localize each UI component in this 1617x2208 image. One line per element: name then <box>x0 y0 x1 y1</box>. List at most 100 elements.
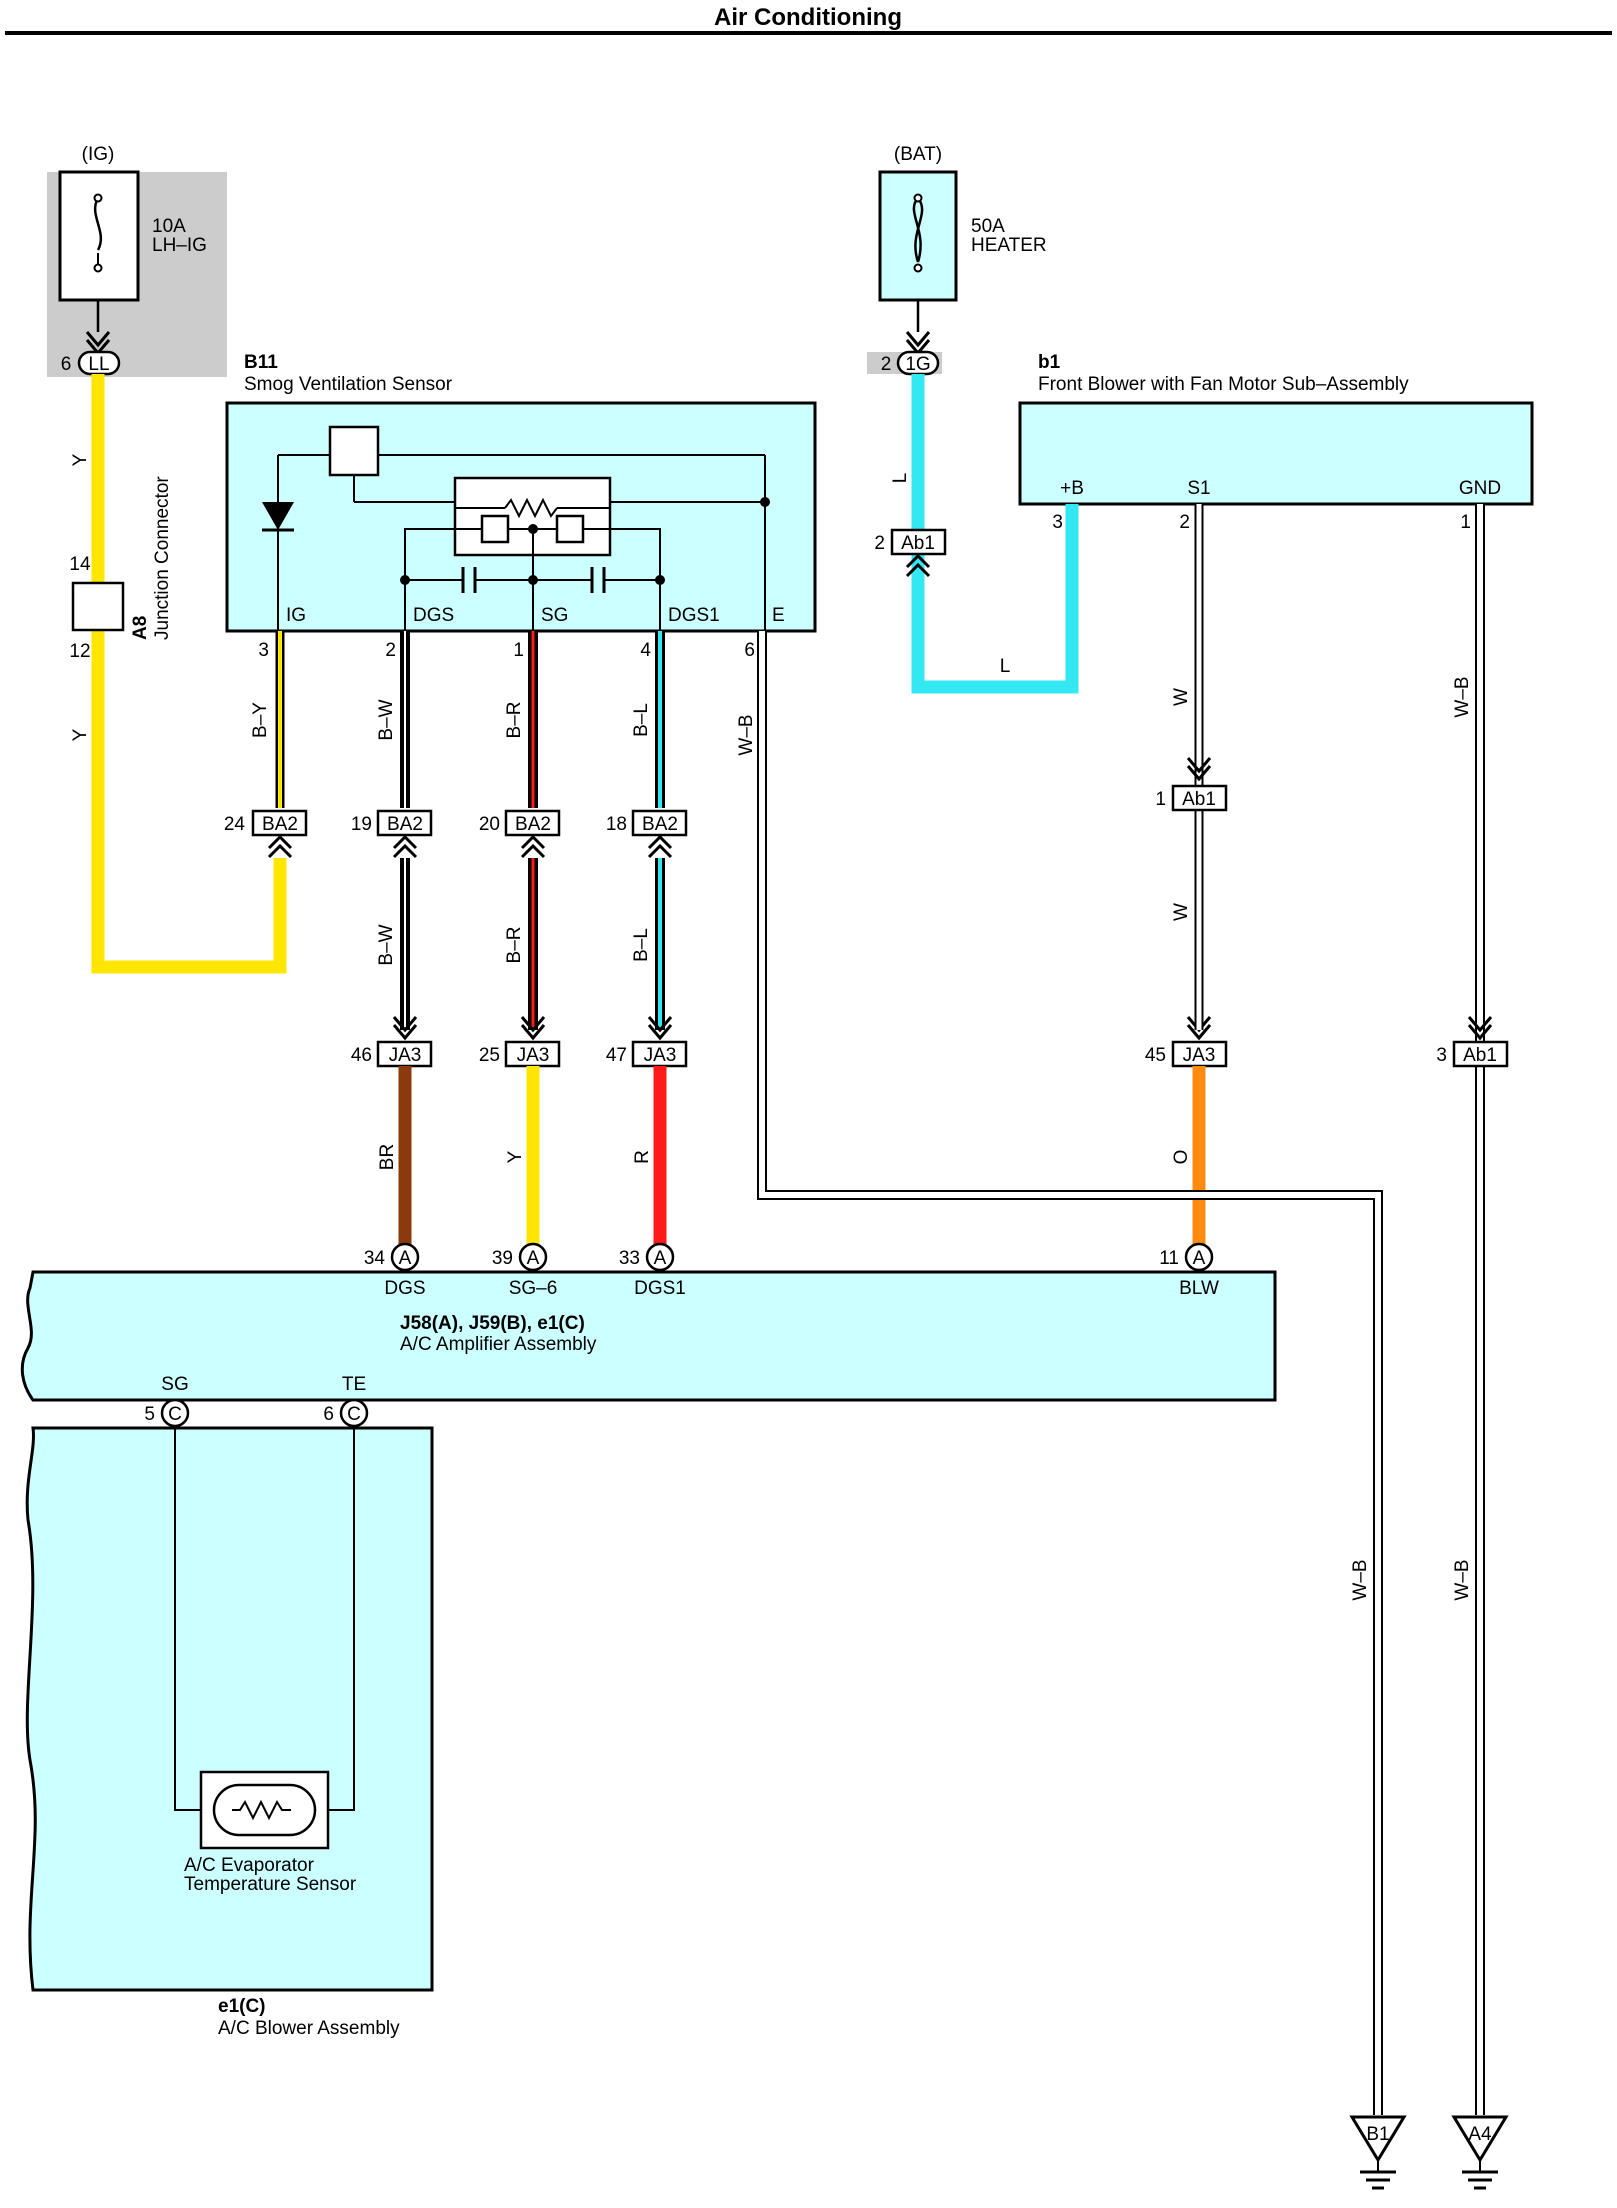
svg-text:2: 2 <box>874 533 885 554</box>
svg-text:47: 47 <box>606 1045 627 1066</box>
chevron-down-icon <box>1186 757 1212 782</box>
blower-pin-num-b: 3 <box>1052 512 1063 533</box>
junction-code: A8 <box>130 616 151 640</box>
amp-pin-dgs1: A 33 DGS1 <box>619 1242 686 1299</box>
ja3-connector-46: JA3 46 <box>351 1016 433 1068</box>
wire-label-y-bottom: Y <box>70 728 91 741</box>
ground-a4: A4 <box>1451 2115 1509 2190</box>
svg-text:A: A <box>399 1248 412 1269</box>
amplifier-name: A/C Amplifier Assembly <box>400 1334 597 1355</box>
wire-heater-feed: L L Ab1 2 <box>874 374 1079 694</box>
svg-text:33: 33 <box>619 1248 640 1269</box>
wire-label-wb-b1: W–B <box>1350 1559 1371 1600</box>
chevron-up-icon <box>267 834 293 859</box>
smog-pin-num-dgs1: 4 <box>640 640 651 661</box>
amplifier-harness: BR Y R O <box>377 1066 1206 1245</box>
ground-icon <box>1451 2115 1509 2163</box>
ac-amplifier-assembly: J58(A), J59(B), e1(C) A/C Amplifier Asse… <box>20 1242 1277 1428</box>
svg-text:JA3: JA3 <box>644 1045 677 1066</box>
svg-text:C: C <box>168 1404 182 1425</box>
wire-label-r: R <box>632 1150 653 1164</box>
heater-resistor-icon <box>504 497 558 519</box>
wire-label-l-bottom: L <box>1000 656 1011 677</box>
junction-pin-top: 14 <box>69 554 91 575</box>
ab1-connector-gnd: Ab1 3 <box>1436 1016 1509 1068</box>
wire-ig-feed: 14 12 A8 Junction Connector Y Y <box>69 374 287 974</box>
fuse-ig-name: LH–IG <box>152 235 207 256</box>
ja3-connector-45: JA3 45 <box>1145 1016 1228 1068</box>
blower-pin-num-s1: 2 <box>1179 512 1190 533</box>
wire-label-bl-mid: B–L <box>631 928 652 962</box>
ground-b1: B1 <box>1349 2115 1407 2190</box>
smog-pin-label-e: E <box>772 605 785 626</box>
amplifier-body <box>20 1270 1277 1402</box>
wire-label-w-top: W <box>1171 688 1192 706</box>
smog-sensor-name: Smog Ventilation Sensor <box>244 374 453 395</box>
ba2-connector-19: BA2 19 <box>351 809 433 859</box>
blower-pin-label-b: +B <box>1060 478 1084 499</box>
ab1-connector-s1: Ab1 1 <box>1155 757 1228 812</box>
wire-label-br: BR <box>377 1144 398 1170</box>
sensor-ic-icon <box>328 425 380 477</box>
wire-s1: W W Ab1 1 <box>1155 504 1228 1030</box>
svg-text:11: 11 <box>1159 1248 1179 1269</box>
svg-text:A: A <box>1193 1248 1206 1269</box>
svg-text:BLW: BLW <box>1179 1278 1219 1299</box>
wire-label-br-top: B–R <box>504 702 525 739</box>
smog-pin-label-sg: SG <box>541 605 568 626</box>
connector-1g-label: 1G <box>905 354 930 375</box>
fuse-bat-name: HEATER <box>971 235 1047 256</box>
chevron-down-icon <box>1467 1016 1493 1041</box>
ba2-connector-18: BA2 18 <box>606 809 688 859</box>
smog-pin-num-ig: 3 <box>258 640 269 661</box>
ground-b1-label: B1 <box>1366 2124 1389 2145</box>
front-blower-motor: b1 Front Blower with Fan Motor Sub–Assem… <box>1018 352 1534 533</box>
svg-text:46: 46 <box>351 1045 372 1066</box>
fuse-ig-pin: 6 <box>61 354 72 375</box>
svg-text:BA2: BA2 <box>642 814 678 835</box>
svg-text:20: 20 <box>479 814 500 835</box>
smog-pin-label-ig: IG <box>286 605 306 626</box>
blower-assembly-body <box>25 1426 434 1992</box>
amp-pin-te: TE C 6 <box>323 1374 369 1428</box>
page-title: Air Conditioning <box>714 4 902 31</box>
smog-ventilation-sensor: B11 Smog Ventilation Sensor <box>225 352 817 661</box>
ba2-connector-row: BA2 24 BA2 19 BA2 20 BA2 18 <box>224 809 688 859</box>
wire-label-wb-a4: W–B <box>1452 1559 1473 1600</box>
wire-label-bl-top: B–L <box>631 703 652 737</box>
blower-pin-num-gnd: 1 <box>1460 512 1471 533</box>
ground-icon <box>1349 2115 1407 2163</box>
wire-label-bw-mid: B–W <box>376 924 397 965</box>
diode-icon <box>262 502 294 530</box>
svg-text:SG–6: SG–6 <box>509 1278 558 1299</box>
ja3-connector-47: JA3 47 <box>606 1016 688 1068</box>
svg-text:SG: SG <box>161 1374 188 1395</box>
svg-text:24: 24 <box>224 814 246 835</box>
amplifier-codes: J58(A), J59(B), e1(C) <box>400 1313 585 1334</box>
svg-text:TE: TE <box>342 1374 366 1395</box>
svg-text:Ab1: Ab1 <box>901 533 935 554</box>
svg-text:BA2: BA2 <box>515 814 551 835</box>
smog-pin-num-e: 6 <box>744 640 755 661</box>
ja3-connector-25: JA3 25 <box>479 1016 561 1068</box>
svg-text:DGS1: DGS1 <box>634 1278 686 1299</box>
fuse-bat-rating: 50A <box>971 216 1005 237</box>
amp-pin-dgs: A 34 DGS <box>364 1242 426 1299</box>
sensor-harness: B–Y B–W B–R B–L B–W B–R B–L <box>250 631 665 1030</box>
svg-text:C: C <box>347 1404 361 1425</box>
smog-sensor-code: B11 <box>244 352 278 373</box>
svg-text:1: 1 <box>1155 789 1166 810</box>
wire-label-br-mid: B–R <box>504 927 525 964</box>
ac-blower-assembly: A/C Evaporator Temperature Sensor e1(C) … <box>25 1426 434 2039</box>
wire-label-by: B–Y <box>250 702 271 738</box>
fuse-ig-rating: 10A <box>152 216 186 237</box>
blower-assembly-name: A/C Blower Assembly <box>218 2018 400 2039</box>
ground-a4-label: A4 <box>1468 2124 1492 2145</box>
svg-text:39: 39 <box>492 1248 513 1269</box>
fuse-ig-source: (IG) <box>82 144 115 165</box>
fuse-bat-pin: 2 <box>881 354 892 375</box>
fuse-ig-box <box>58 170 140 302</box>
smog-pin-label-dgs1: DGS1 <box>668 605 720 626</box>
svg-text:34: 34 <box>364 1248 386 1269</box>
svg-text:19: 19 <box>351 814 372 835</box>
